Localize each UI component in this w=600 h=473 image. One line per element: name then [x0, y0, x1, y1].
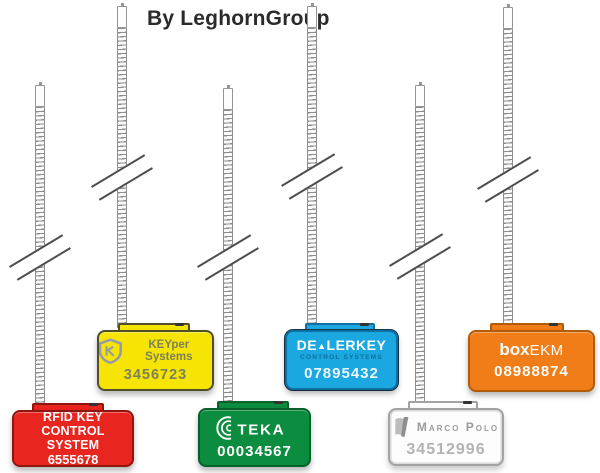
seal-tag-body: KEYper Systems 3456723 — [97, 330, 214, 391]
serial-number: 08988874 — [494, 363, 569, 380]
wire-nub — [39, 82, 42, 86]
brand-label: KEYper Systems — [145, 339, 193, 363]
keyper-shield-icon — [99, 338, 122, 364]
serial-number: 07895432 — [304, 365, 379, 382]
image-title: By LeghornGroup — [147, 7, 330, 30]
wire-stub — [274, 401, 283, 404]
brand-label: TEKA — [237, 421, 285, 438]
brand-label: DE▲LERKEY — [296, 337, 387, 353]
wire-tip — [35, 82, 45, 107]
seal-tag-body: RFID KEY CONTROL SYSTEM 6555678 — [12, 410, 134, 467]
wire-tip — [117, 3, 127, 28]
brand-label: Marco Polo — [416, 420, 500, 434]
wire-stub — [89, 403, 98, 406]
seal-tag-body: DE▲LERKEY CONTROL SYSTEMS 07895432 — [285, 330, 398, 390]
wire-nub — [507, 4, 510, 8]
teka-logo-icon: TEKA — [215, 416, 285, 440]
wire-nub — [311, 3, 314, 7]
seal-tag-body: boxEKM 08988874 — [468, 330, 595, 392]
wire-nub — [227, 85, 230, 89]
seal-tag-body: TEKA 00034567 — [198, 408, 311, 467]
wire-tip — [503, 4, 513, 29]
wire-stub — [549, 323, 558, 326]
wire-nub — [419, 82, 422, 86]
serial-number: 3456723 — [123, 367, 188, 383]
brand-label: RFID KEY — [43, 410, 103, 424]
serial-number: 00034567 — [217, 443, 292, 460]
wire-tip — [415, 82, 425, 107]
seal-tag-body: Marco Polo 34512996 — [388, 408, 504, 466]
wire-stub — [463, 401, 472, 404]
wire-nub — [121, 3, 124, 7]
brand-label: CONTROL SYSTEM — [41, 424, 105, 452]
serial-number: 34512996 — [406, 441, 486, 458]
wire-tip — [307, 3, 317, 28]
triangle-glyph: ▲ — [317, 341, 327, 351]
brand-subtitle: CONTROL SYSTEMS — [300, 354, 383, 361]
wire-tip — [223, 85, 233, 110]
serial-number: 6555678 — [47, 452, 99, 467]
wire-stub — [360, 323, 369, 326]
wire-stub — [175, 323, 184, 326]
brand-label: boxEKM — [499, 340, 564, 359]
marcopolo-logo-icon — [395, 417, 409, 437]
